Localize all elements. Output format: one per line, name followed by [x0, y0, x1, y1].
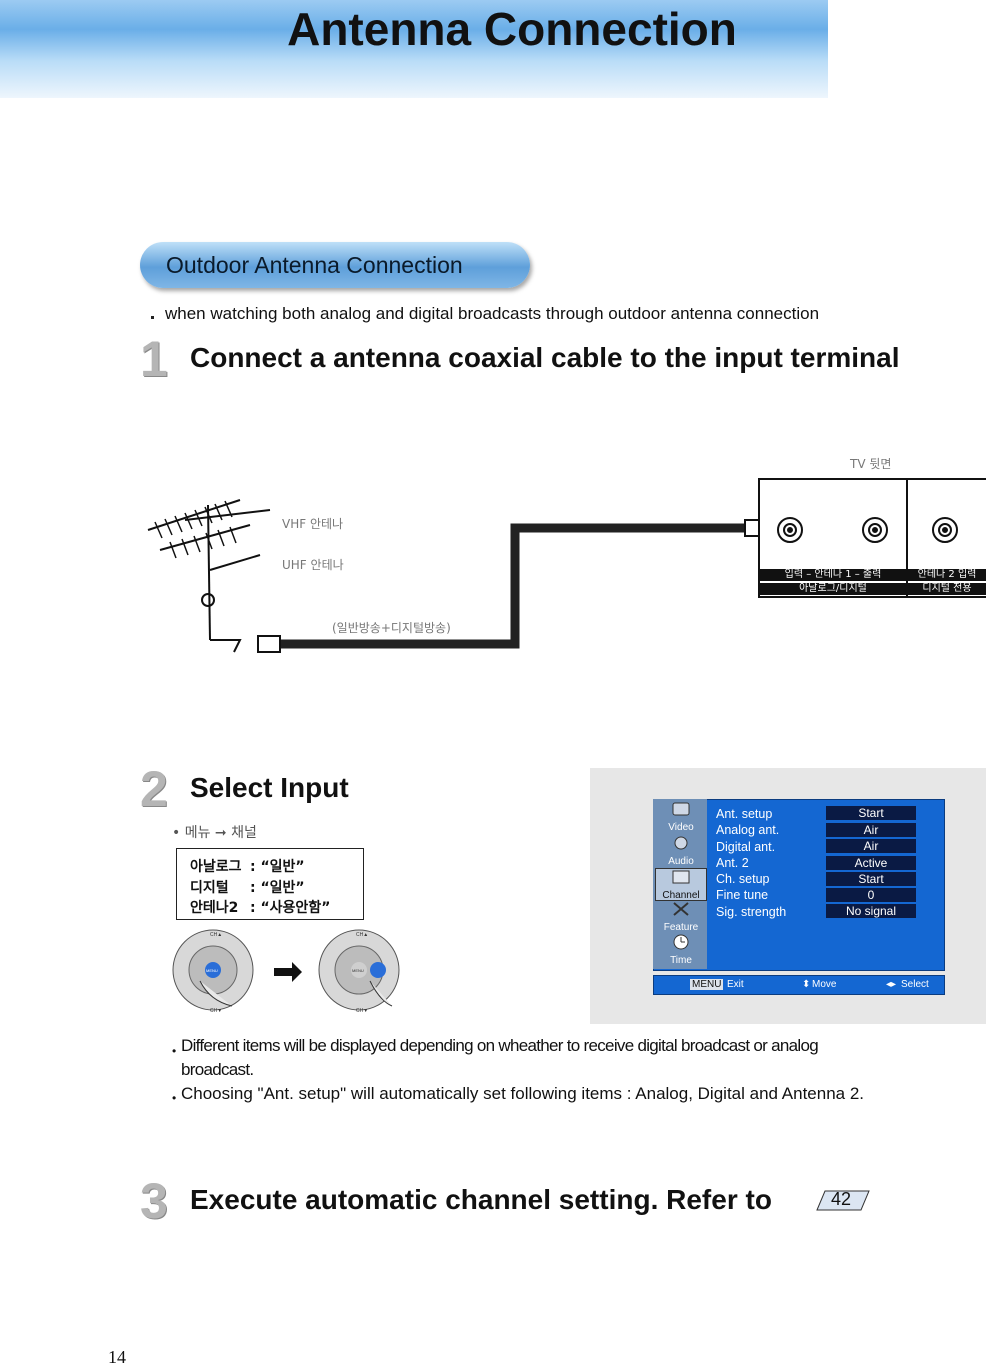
- box-value: : “사용안함”: [250, 900, 331, 916]
- bullet-icon: [151, 316, 154, 319]
- remote-dpad-icon: [172, 929, 254, 1011]
- section-pill: [140, 242, 530, 288]
- page-ref-number[interactable]: 42: [831, 1189, 852, 1209]
- osd-row-label[interactable]: Digital ant.: [716, 840, 776, 854]
- osd-row-value[interactable]: Air: [826, 839, 916, 853]
- box-key: 디지털: [190, 880, 229, 896]
- step-number: 2: [140, 761, 168, 817]
- port-label-left: 입력 – 안테나 1 – 출력: [760, 569, 906, 581]
- leftright-arrow-icon: ◂▸: [886, 979, 897, 990]
- antenna-diagram: [147, 499, 762, 653]
- exit-label: Exit: [727, 979, 744, 990]
- select-label: Select: [901, 979, 929, 990]
- step-number: 1: [140, 331, 168, 387]
- svg-text:CH▲: CH▲: [356, 932, 368, 938]
- box-key: 아날로그: [190, 859, 242, 875]
- osd-row-value: No signal: [826, 904, 916, 918]
- port-label-right: 안테나 2 입력: [908, 569, 986, 581]
- bullet-icon: •: [172, 1091, 177, 1105]
- box-key: 안테나2: [190, 900, 239, 916]
- audio-icon[interactable]: Audio: [655, 835, 707, 868]
- remote-ch-up: CH▲: [210, 932, 222, 938]
- box-value: : “일반”: [250, 859, 305, 875]
- osd-row-value[interactable]: Start: [826, 806, 916, 820]
- osd-row-label[interactable]: Ant. 2: [716, 856, 749, 870]
- antenna-icon: [147, 499, 271, 653]
- osd-row-value[interactable]: Start: [826, 872, 916, 886]
- channel-icon[interactable]: Channel: [655, 868, 707, 901]
- page-ref-badge[interactable]: [815, 1188, 871, 1212]
- move-label: Move: [812, 979, 837, 990]
- step-heading: Execute automatic channel setting. Refer…: [190, 1184, 772, 1215]
- uhf-label: UHF 안테나: [282, 558, 344, 572]
- feature-icon[interactable]: Feature: [655, 901, 707, 934]
- step-heading: Connect a antenna coaxial cable to the i…: [190, 342, 900, 373]
- tv-back-label: TV 뒷면: [850, 457, 892, 471]
- osd-row-label[interactable]: Fine tune: [716, 888, 769, 902]
- remote-illustration: CH▲ CH▼ MENU CH▲ CH▼ MENU: [172, 929, 400, 1014]
- port-sub-right: 디지털 전용: [908, 583, 986, 595]
- menu-key: MENU: [690, 979, 724, 990]
- arrow-right-icon: [274, 962, 302, 982]
- time-icon[interactable]: Time: [655, 934, 707, 967]
- osd-row-label[interactable]: Analog ant.: [716, 823, 780, 837]
- video-icon[interactable]: Video: [655, 801, 707, 834]
- bullet-icon: •: [172, 1044, 177, 1058]
- osd-footer: [653, 975, 945, 995]
- osd-row-value[interactable]: Air: [826, 823, 916, 837]
- remote-ch-down: CH▼: [210, 1008, 222, 1014]
- menu-path: • 메뉴 ➞ 채널: [172, 825, 257, 841]
- vhf-label: VHF 안테나: [282, 517, 344, 531]
- step-heading: Select Input: [190, 772, 349, 803]
- osd-row-label: Sig. strength: [716, 905, 787, 919]
- remote-dpad-icon: [318, 929, 400, 1011]
- box-value: : “일반”: [250, 880, 305, 896]
- svg-text:MENU: MENU: [352, 968, 364, 973]
- note-text: Choosing "Ant. setup" will automatically…: [181, 1084, 865, 1103]
- osd-row-value[interactable]: 0: [826, 888, 916, 902]
- section-title: Outdoor Antenna Connection: [166, 252, 463, 278]
- page-number: 14: [108, 1347, 126, 1367]
- intro-text: when watching both analog and digital br…: [165, 304, 820, 323]
- page-title: Antenna Connection: [287, 3, 737, 55]
- cable-label: (일반방송+디지털방송): [332, 621, 451, 635]
- step-number: 3: [140, 1173, 168, 1229]
- title-banner: [0, 0, 828, 98]
- osd-row-label[interactable]: Ch. setup: [716, 872, 770, 886]
- osd-row-value[interactable]: Active: [826, 856, 916, 870]
- port-sub-left: 아날로그/디지털: [760, 583, 906, 595]
- updown-arrow-icon: ⬍: [802, 979, 811, 990]
- korean-settings-box: [176, 848, 364, 920]
- note-text: Different items will be displayed depend…: [181, 1036, 819, 1079]
- antenna-ports: [777, 517, 958, 543]
- remote-menu: MENU: [206, 968, 218, 973]
- svg-text:CH▼: CH▼: [356, 1008, 368, 1014]
- panel-divider: [906, 478, 908, 596]
- osd-row-label[interactable]: Ant. setup: [716, 807, 773, 821]
